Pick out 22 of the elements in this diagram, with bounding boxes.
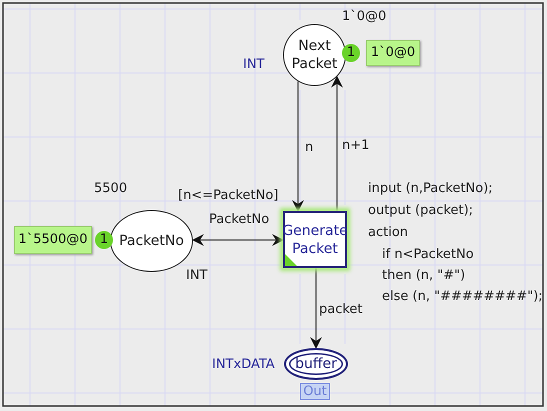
code-line: if n<PacketNo: [382, 247, 474, 262]
colour-set-label: INTxDATA: [212, 357, 275, 372]
arc-arrow: [292, 80, 304, 212]
port-tag: Out: [300, 383, 330, 400]
current-marking: 1`0@0: [366, 40, 420, 66]
arc-inscription: n: [305, 140, 314, 155]
arc-arrow: [192, 234, 284, 246]
colour-set-label: INT: [243, 57, 264, 72]
initial-marking: 5500: [94, 181, 128, 196]
code-line: then (n, "#"): [382, 268, 466, 283]
code-line: output (packet);: [368, 203, 474, 218]
arc-inscription: PacketNo: [209, 212, 270, 227]
code-line: action: [368, 225, 408, 240]
arc-arrow: [310, 268, 322, 349]
guard-label: [n<=PacketNo]: [178, 188, 278, 203]
arc-arrow: [331, 76, 343, 212]
code-line: else (n, "########");: [382, 289, 543, 304]
current-marking: 1`5500@0: [14, 226, 92, 254]
code-line: input (n,PacketNo);: [368, 181, 493, 196]
initial-marking: 1`0@0: [342, 9, 386, 24]
arc-inscription: packet: [319, 302, 363, 317]
arc-inscription: n+1: [342, 138, 370, 153]
